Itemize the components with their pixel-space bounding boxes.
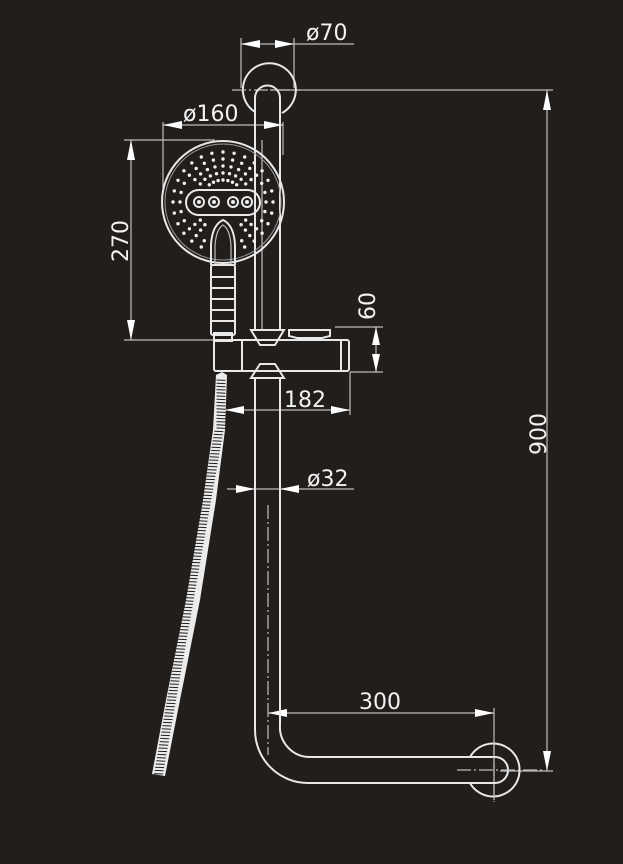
label-head-height: 270: [109, 220, 134, 262]
label-flange-diameter: ø70: [306, 21, 347, 46]
dimension-arm-300: 300: [268, 690, 495, 800]
hand-shower-handle: [210, 218, 236, 342]
label-total-height: 900: [527, 413, 552, 455]
dimension-head-160: ø160: [162, 102, 284, 190]
dimension-holder-182: 182: [225, 372, 351, 415]
label-arm-length: 300: [359, 690, 401, 715]
vertical-rail: [254, 84, 281, 755]
dimension-head-270: 270: [109, 139, 215, 341]
label-rail-diameter: ø32: [307, 467, 348, 492]
label-holder-height: 60: [356, 292, 381, 320]
shower-hose: [152, 372, 227, 776]
hand-shower-head: [161, 140, 285, 264]
label-holder-projection: 182: [284, 388, 326, 413]
slide-holder: [213, 329, 350, 379]
dimension-rail-32: ø32: [227, 467, 354, 493]
top-wall-flange: [232, 62, 300, 114]
spray-nozzles: [171, 150, 275, 249]
bottom-wall-flange: [469, 740, 521, 802]
dimension-total-900: 900: [270, 89, 553, 772]
label-head-diameter: ø160: [183, 102, 238, 127]
dimension-flange-70: ø70: [240, 21, 354, 88]
bottom-elbow-arm: [254, 724, 545, 784]
dimension-holder-60: 60: [335, 292, 383, 373]
